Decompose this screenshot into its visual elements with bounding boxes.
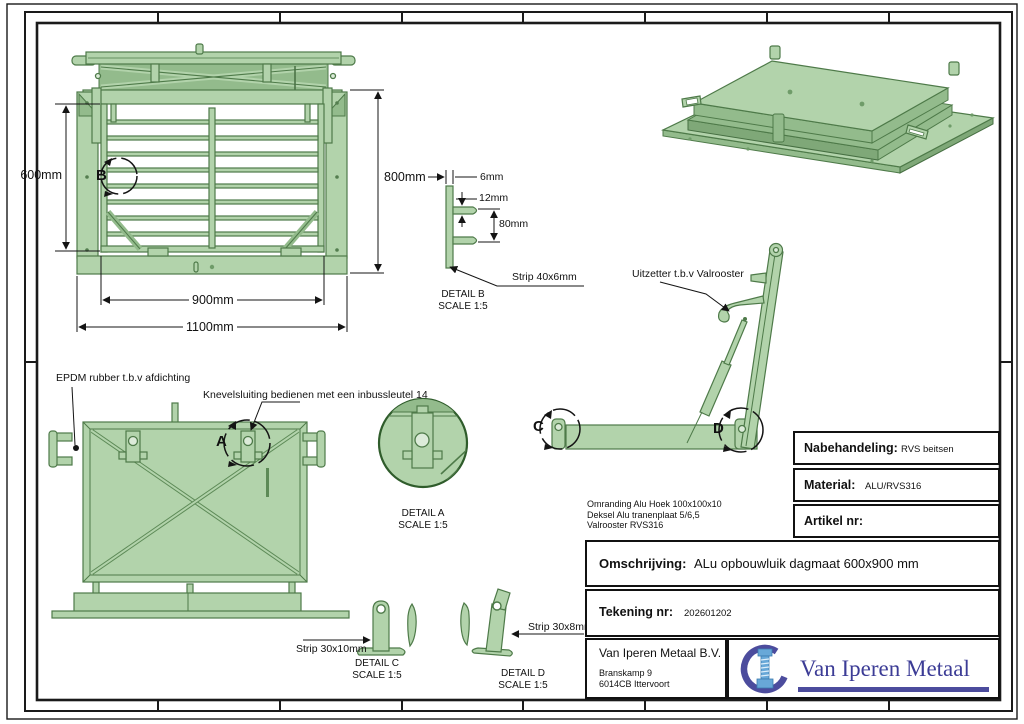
uitzetter-label: Uitzetter t.b.v Valrooster — [632, 268, 744, 280]
frame-reference-ticks — [25, 12, 1012, 711]
detail-d-view — [460, 588, 584, 657]
detail-b-marker-letter: B — [96, 167, 107, 184]
detail-b-callout-circle — [100, 157, 138, 195]
detail-b-caption: DETAIL B SCALE 1:5 — [408, 289, 518, 313]
knevelsluiting-label: Knevelsluiting bedienen met een inbussle… — [203, 389, 428, 401]
titleblock-omschrijving: Omschrijving: ALu opbouwluik dagmaat 600… — [585, 540, 1000, 587]
detail-b-dim-6mm: 6mm — [480, 171, 504, 183]
front-dim-600: 600mm — [20, 168, 62, 182]
front-view — [55, 43, 384, 332]
detail-b-title: DETAIL B — [441, 289, 485, 300]
titleblock-tekeningnr: Tekening nr: 202601202 — [585, 589, 1000, 637]
company-name: Van Iperen Metaal B.V. — [599, 646, 722, 660]
detail-c-scale: SCALE 1:5 — [352, 670, 402, 681]
epdm-label: EPDM rubber t.b.v afdichting — [56, 372, 191, 384]
material-notes: Omranding Alu Hoek 100x100x10 Deksel Alu… — [587, 499, 722, 531]
tekening-label: Tekening nr: — [599, 605, 674, 619]
detail-c-caption: DETAIL C SCALE 1:5 — [322, 658, 432, 682]
note-line-1: Omranding Alu Hoek 100x100x10 — [587, 499, 722, 509]
titleblock-nabehandeling: Nabehandeling: RVS beitsen — [793, 431, 1000, 465]
detail-b-scale: SCALE 1:5 — [438, 301, 488, 312]
detail-b-dim-80mm: 80mm — [499, 218, 529, 230]
detail-a-callout-circle — [223, 419, 271, 467]
detail-c-callout-circle — [539, 408, 581, 450]
detail-a-view — [377, 397, 469, 489]
detail-c-marker-letter: C — [533, 418, 544, 435]
detail-c-title: DETAIL C — [355, 658, 399, 669]
detail-a-caption: DETAIL A SCALE 1:5 — [378, 508, 468, 532]
company-address: Branskamp 9 6014CB Ittervoort — [599, 668, 670, 689]
detail-b-view — [428, 170, 584, 287]
detail-d-marker-letter: D — [713, 420, 724, 437]
note-line-3: Valrooster RVS316 — [587, 520, 664, 530]
detail-d-scale: SCALE 1:5 — [498, 680, 548, 691]
tekening-value: 202601202 — [684, 608, 732, 619]
titleblock-artikelnr: Artikel nr: — [793, 504, 1000, 538]
underside-view — [48, 386, 350, 619]
titleblock-company: Van Iperen Metaal B.V. Branskamp 9 6014C… — [585, 638, 727, 699]
company-address-line2: 6014CB Ittervoort — [599, 678, 670, 689]
front-dim-1100: 1100mm — [183, 320, 237, 334]
note-line-2: Deksel Alu tranenplaat 5/6,5 — [587, 509, 700, 520]
logo-ring-icon — [740, 644, 790, 694]
artikel-label: Artikel nr: — [804, 514, 864, 528]
titleblock-logo: Van Iperen Metaal — [727, 638, 1000, 699]
front-dim-900: 900mm — [189, 293, 237, 307]
material-label: Material: — [804, 478, 856, 492]
company-address-line1: Branskamp 9 — [599, 668, 653, 678]
logo-underline — [798, 687, 989, 692]
detail-a-scale: SCALE 1:5 — [398, 520, 448, 531]
side-view — [539, 242, 784, 453]
titleblock-material: Material: ALU/RVS316 — [793, 468, 1000, 502]
omschrijving-value: ALu opbouwluik dagmaat 600x900 mm — [694, 556, 919, 571]
detail-b-dim-12mm: 12mm — [479, 192, 509, 204]
isometric-view — [661, 45, 995, 174]
nabehandeling-label: Nabehandeling: — [804, 441, 898, 455]
detail-d-strip-label: Strip 30x8mm — [528, 621, 593, 633]
detail-d-callout-circle — [718, 407, 764, 453]
detail-a-marker-letter: A — [216, 433, 227, 450]
detail-c-strip-label: Strip 30x10mm — [296, 643, 367, 655]
detail-b-strip-label: Strip 40x6mm — [512, 271, 577, 283]
logo-mark — [740, 644, 790, 694]
sheet-frame — [6, 3, 1018, 720]
front-dim-800: 800mm — [384, 170, 426, 184]
logo-text: Van Iperen Metaal — [800, 656, 970, 681]
bolt-icon — [756, 648, 774, 689]
omschrijving-label: Omschrijving: — [599, 556, 687, 571]
detail-a-title: DETAIL A — [401, 508, 445, 519]
detail-d-caption: DETAIL D SCALE 1:5 — [468, 668, 578, 692]
detail-d-title: DETAIL D — [501, 668, 545, 679]
detail-c-view — [303, 600, 417, 656]
material-value: ALU/RVS316 — [865, 481, 922, 492]
nabehandeling-value: RVS beitsen — [901, 444, 954, 455]
